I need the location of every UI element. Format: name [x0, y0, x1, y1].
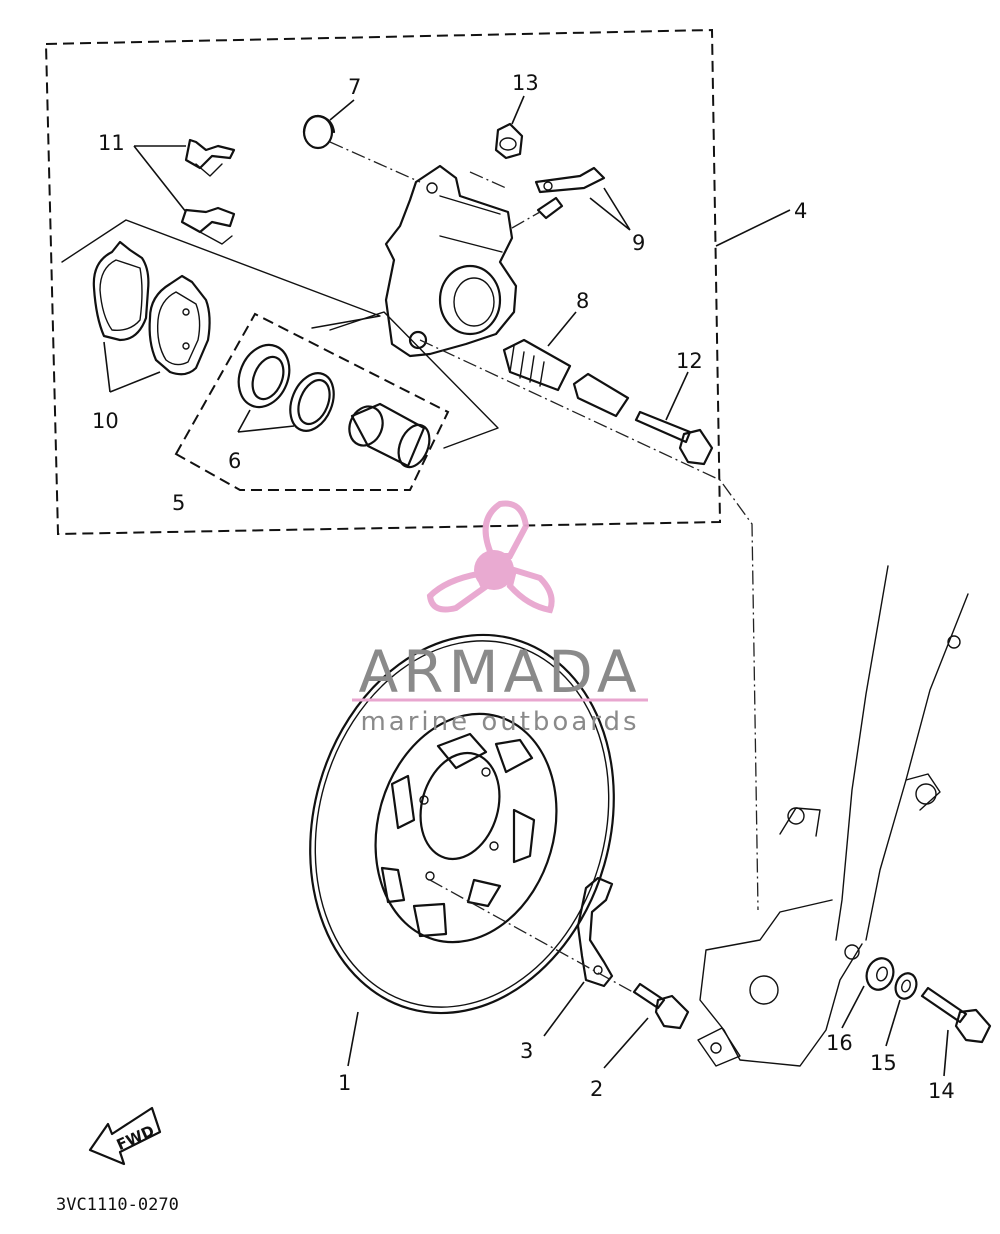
assembly-centerline-upper	[329, 141, 541, 229]
callout-14-leader	[943, 1029, 949, 1077]
callout-15: 15	[870, 1051, 897, 1075]
piston-dust-seal	[237, 343, 291, 409]
callout-13-leader	[511, 95, 525, 125]
callout-11: 11	[98, 131, 125, 155]
caliper-piston	[348, 402, 431, 469]
forward-direction-arrow: FWD	[88, 1106, 162, 1166]
diagram-code: 3VC1110-0270	[56, 1195, 179, 1215]
watermark-tagline: marine outboards	[360, 707, 639, 737]
callout-7: 7	[348, 75, 361, 99]
brake-disc	[309, 633, 615, 1015]
caliper-assembly-group-outline	[44, 28, 722, 536]
callout-4-leader	[715, 209, 791, 247]
front-fork-leg	[697, 565, 969, 1067]
disc-bolt-centerline	[429, 879, 641, 997]
brake-pad-front	[92, 240, 150, 342]
callout-15-leader	[885, 999, 901, 1047]
brake-pad-rear	[148, 274, 211, 376]
piston-seal	[289, 372, 335, 432]
callout-1: 1	[338, 1071, 351, 1095]
armada-propeller-logo	[426, 500, 555, 614]
seal-kit-group-outline	[174, 312, 450, 491]
bleed-screw-set	[534, 166, 606, 220]
spring-washer	[894, 972, 918, 1000]
callout-9: 9	[632, 231, 645, 255]
callout-13: 13	[512, 71, 539, 95]
callout-4: 4	[794, 199, 807, 223]
caliper-boot	[302, 114, 336, 150]
callout-3: 3	[520, 1039, 533, 1063]
assembly-centerline-main	[419, 339, 759, 911]
callout-7-leader	[329, 99, 355, 121]
callout-6-leaders	[237, 409, 295, 433]
pad-spring-upper	[184, 138, 236, 177]
fwd-label: FWD	[114, 1122, 157, 1154]
callout-8: 8	[576, 289, 589, 313]
callout-3-leader	[543, 981, 585, 1037]
callout-12: 12	[676, 349, 703, 373]
disc-bolt	[632, 982, 690, 1030]
callout-10: 10	[92, 409, 119, 433]
callout-11-leaders	[133, 145, 187, 213]
callout-16: 16	[826, 1031, 853, 1055]
callout-14: 14	[928, 1079, 955, 1103]
callout-10-leaders	[103, 341, 161, 393]
plate-washer	[865, 957, 895, 991]
pad-spring-lower	[180, 206, 236, 245]
callout-16-leader	[841, 985, 865, 1029]
callout-8-leader	[547, 311, 577, 347]
callout-12-leader	[665, 371, 689, 421]
callout-9-leaders	[589, 187, 631, 231]
caliper-mounting-bolt	[634, 410, 714, 466]
caliper-body	[384, 164, 518, 358]
callout-5: 5	[172, 491, 185, 515]
callout-2: 2	[590, 1077, 603, 1101]
bleed-screw-cap	[494, 122, 524, 160]
axle-holder-bolt	[920, 986, 992, 1044]
callout-2-leader	[603, 1017, 649, 1069]
seal-kit-frame	[329, 311, 499, 449]
callout-6: 6	[228, 449, 241, 473]
watermark-brand: ARMADA	[358, 638, 641, 706]
pad-kit-frame	[61, 219, 381, 329]
callout-1-leader	[347, 1011, 359, 1067]
caliper-pin-bushing	[572, 372, 630, 418]
caliper-sleeve-boot	[502, 338, 572, 392]
